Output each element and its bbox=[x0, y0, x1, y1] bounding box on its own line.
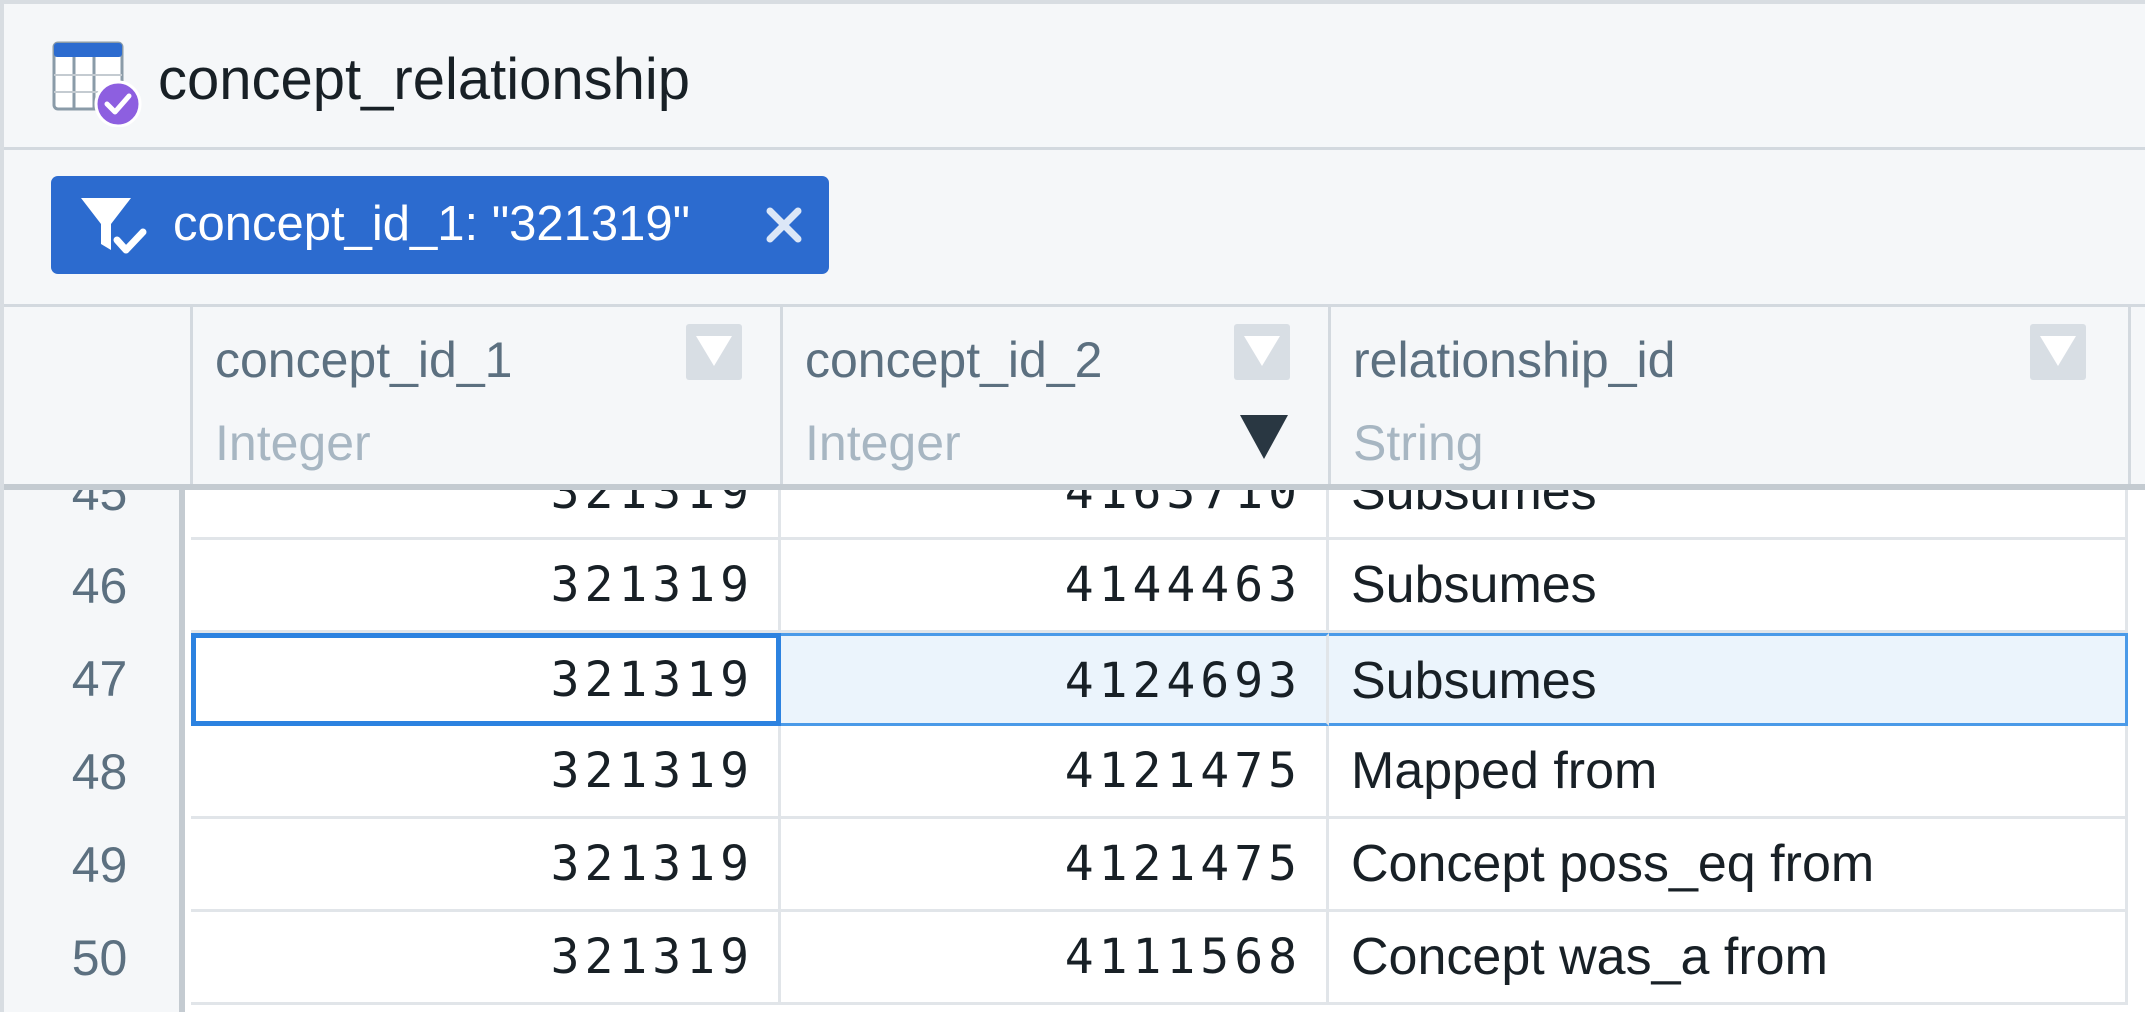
row-number: 47 bbox=[71, 651, 128, 707]
dataset-table-verified-icon[interactable] bbox=[52, 41, 142, 128]
column-name: concept_id_2 bbox=[805, 332, 1103, 388]
row-number: 45 bbox=[71, 490, 128, 521]
close-icon[interactable] bbox=[755, 194, 813, 256]
column-type: Integer bbox=[215, 415, 371, 471]
cell-relationship-id[interactable]: Subsumes bbox=[1329, 540, 2128, 633]
column-type: Integer bbox=[805, 415, 961, 471]
row-number: 48 bbox=[71, 744, 128, 800]
row-number-gutter bbox=[4, 490, 185, 1012]
cell-concept-id-2[interactable]: 4121475 bbox=[781, 819, 1329, 912]
column-filter-button[interactable] bbox=[2030, 324, 2086, 380]
cell-concept-id-1-active[interactable]: 321319 bbox=[191, 633, 781, 726]
cell-concept-id-2[interactable]: 4144463 bbox=[781, 540, 1329, 633]
table-row[interactable]: 45 321319 4163710 Subsumes bbox=[4, 490, 2145, 540]
table-body: 45 321319 4163710 Subsumes 46 321319 414… bbox=[4, 490, 2145, 1012]
filter-check-icon bbox=[79, 194, 151, 260]
cell-concept-id-2[interactable]: 4121475 bbox=[781, 726, 1329, 819]
cell-concept-id-2[interactable]: 4124693 bbox=[781, 633, 1329, 726]
column-filter-button[interactable] bbox=[686, 324, 742, 380]
cell-relationship-id[interactable]: Subsumes bbox=[1329, 633, 2128, 726]
cell-concept-id-1[interactable]: 321319 bbox=[191, 912, 781, 1005]
left-border bbox=[0, 0, 4, 1012]
cell-concept-id-1[interactable]: 321319 bbox=[191, 490, 781, 540]
table-header: concept_id_1 Integer concept_id_2 Intege… bbox=[4, 307, 2145, 490]
cell-relationship-id[interactable]: Concept was_a from bbox=[1329, 912, 2128, 1005]
top-border bbox=[0, 0, 2145, 4]
cell-concept-id-1[interactable]: 321319 bbox=[191, 540, 781, 633]
table-row-selected[interactable]: 47 321319 4124693 Subsumes bbox=[4, 633, 2145, 726]
filter-label: concept_id_1: "321319" bbox=[173, 197, 691, 251]
column-header-concept-id-2[interactable]: concept_id_2 Integer bbox=[780, 307, 1328, 484]
filter-bar: concept_id_1: "321319" bbox=[4, 150, 2145, 307]
column-header-concept-id-1[interactable]: concept_id_1 Integer bbox=[190, 307, 780, 484]
table-row[interactable]: 48 321319 4121475 Mapped from bbox=[4, 726, 2145, 819]
column-header-next[interactable] bbox=[2128, 307, 2145, 484]
cell-relationship-id[interactable]: Mapped from bbox=[1329, 726, 2128, 819]
cell-concept-id-1[interactable]: 321319 bbox=[191, 726, 781, 819]
cell-relationship-id[interactable]: Concept poss_eq from bbox=[1329, 819, 2128, 912]
column-name: concept_id_1 bbox=[215, 332, 513, 388]
dataset-title: concept_relationship bbox=[158, 47, 691, 112]
sort-descending-icon[interactable] bbox=[1236, 409, 1292, 467]
cell-concept-id-2[interactable]: 4163710 bbox=[781, 490, 1329, 540]
column-type: String bbox=[1353, 415, 1484, 471]
cell-concept-id-2[interactable]: 4111568 bbox=[781, 912, 1329, 1005]
cell-relationship-id[interactable]: Subsumes bbox=[1329, 490, 2128, 540]
table-row[interactable]: 49 321319 4121475 Concept poss_eq from bbox=[4, 819, 2145, 912]
column-filter-button[interactable] bbox=[1234, 324, 1290, 380]
cell-concept-id-1[interactable]: 321319 bbox=[191, 819, 781, 912]
active-filter-chip[interactable]: concept_id_1: "321319" bbox=[51, 176, 829, 274]
table-row[interactable]: 46 321319 4144463 Subsumes bbox=[4, 540, 2145, 633]
row-number: 46 bbox=[71, 558, 128, 614]
table-row[interactable]: 50 321319 4111568 Concept was_a from bbox=[4, 912, 2145, 1005]
row-number: 50 bbox=[71, 930, 128, 986]
dataset-title-bar: concept_relationship bbox=[4, 4, 2145, 150]
column-name: relationship_id bbox=[1353, 332, 1676, 388]
row-number: 49 bbox=[71, 837, 128, 893]
column-header-relationship-id[interactable]: relationship_id String bbox=[1328, 307, 2128, 484]
